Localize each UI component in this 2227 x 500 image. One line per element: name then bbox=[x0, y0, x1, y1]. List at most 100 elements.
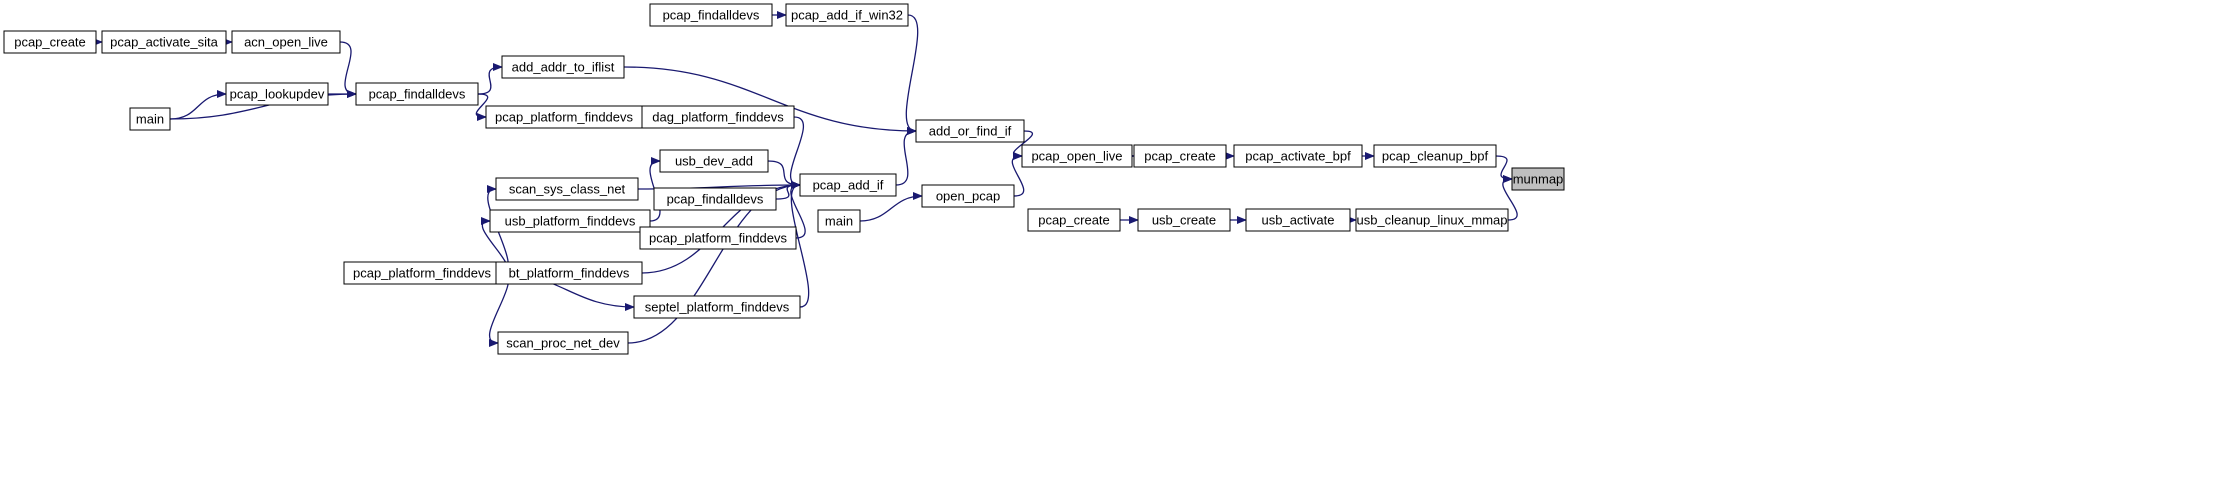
node-box bbox=[1133, 144, 1227, 168]
node-box bbox=[921, 184, 1015, 208]
node-n_openlive[interactable]: pcap_open_live bbox=[1021, 144, 1133, 168]
node-n_main1[interactable]: main bbox=[129, 107, 171, 131]
node-label: pcap_findalldevs bbox=[667, 192, 764, 207]
node-label: main bbox=[825, 214, 853, 229]
node-box bbox=[1233, 144, 1363, 168]
node-box bbox=[101, 30, 227, 54]
node-label: pcap_create bbox=[1144, 149, 1216, 164]
node-n_findall2[interactable]: pcap_findalldevs bbox=[649, 3, 773, 27]
node-box bbox=[915, 119, 1025, 143]
node-box bbox=[659, 149, 769, 173]
node-box bbox=[497, 331, 629, 355]
node-n_scansys[interactable]: scan_sys_class_net bbox=[495, 177, 639, 201]
node-label: pcap_open_live bbox=[1031, 149, 1122, 164]
node-n_openpcap[interactable]: open_pcap bbox=[921, 184, 1015, 208]
node-box bbox=[1511, 167, 1565, 191]
node-n_win32[interactable]: pcap_add_if_win32 bbox=[785, 3, 909, 27]
node-box bbox=[1245, 208, 1351, 232]
node-label: usb_dev_add bbox=[675, 154, 753, 169]
node-label: usb_platform_finddevs bbox=[505, 214, 636, 229]
node-label: main bbox=[136, 112, 164, 127]
node-box bbox=[1027, 208, 1121, 232]
node-n_actbpf[interactable]: pcap_activate_bpf bbox=[1233, 144, 1363, 168]
node-box bbox=[633, 295, 801, 319]
node-n_scanproc[interactable]: scan_proc_net_dev bbox=[497, 331, 629, 355]
node-label: pcap_add_if bbox=[813, 178, 884, 193]
node-box bbox=[639, 226, 797, 250]
edge-n_usbclean-to-n_munmap bbox=[1502, 175, 1518, 221]
node-n_findall3[interactable]: pcap_findalldevs bbox=[653, 187, 777, 211]
node-box bbox=[649, 3, 773, 27]
node-label: pcap_add_if_win32 bbox=[791, 8, 903, 23]
node-n_usbact[interactable]: usb_activate bbox=[1245, 208, 1351, 232]
node-n_create2[interactable]: pcap_create bbox=[1133, 144, 1227, 168]
node-box bbox=[1355, 208, 1509, 232]
node-label: pcap_lookupdev bbox=[230, 87, 325, 102]
node-label: pcap_findalldevs bbox=[663, 8, 760, 23]
node-box bbox=[355, 82, 479, 106]
node-box bbox=[129, 107, 171, 131]
node-box bbox=[1373, 144, 1497, 168]
node-n_sita[interactable]: pcap_activate_sita bbox=[101, 30, 227, 54]
node-label: usb_activate bbox=[1262, 213, 1335, 228]
node-n_main2[interactable]: main bbox=[817, 209, 861, 233]
node-n_septel[interactable]: septel_platform_finddevs bbox=[633, 295, 801, 319]
node-n_lookup[interactable]: pcap_lookupdev bbox=[225, 82, 329, 106]
node-label: pcap_activate_bpf bbox=[1245, 149, 1351, 164]
node-n_platfind3[interactable]: pcap_platform_finddevs bbox=[639, 226, 797, 250]
edge-n_findall1-to-n_platfind1 bbox=[475, 93, 489, 121]
node-box bbox=[785, 3, 909, 27]
edge-n_septel-to-n_addif bbox=[790, 181, 810, 308]
node-label: pcap_cleanup_bpf bbox=[1382, 149, 1489, 164]
node-label: munmap bbox=[1513, 172, 1564, 187]
node-n_usbcreate[interactable]: usb_create bbox=[1137, 208, 1231, 232]
node-n_addaddr[interactable]: add_addr_to_iflist bbox=[501, 55, 625, 79]
node-n_platfind2[interactable]: pcap_platform_finddevs bbox=[343, 261, 501, 285]
node-n_acn[interactable]: acn_open_live bbox=[231, 30, 341, 54]
node-label: scan_sys_class_net bbox=[509, 182, 626, 197]
node-box bbox=[495, 177, 639, 201]
node-box bbox=[225, 82, 329, 106]
node-n_usbdev[interactable]: usb_dev_add bbox=[659, 149, 769, 173]
node-n_findall1[interactable]: pcap_findalldevs bbox=[355, 82, 479, 106]
node-n_munmap[interactable]: munmap bbox=[1511, 167, 1565, 191]
node-box bbox=[3, 30, 97, 54]
node-box bbox=[231, 30, 341, 54]
node-box bbox=[817, 209, 861, 233]
node-box bbox=[489, 209, 651, 233]
node-label: bt_platform_finddevs bbox=[509, 266, 630, 281]
node-n_usbclean[interactable]: usb_cleanup_linux_mmap bbox=[1355, 208, 1509, 232]
node-n_cleanbpf[interactable]: pcap_cleanup_bpf bbox=[1373, 144, 1497, 168]
edge-n_main2-to-n_openpcap bbox=[859, 192, 923, 222]
node-label: pcap_platform_finddevs bbox=[649, 231, 788, 246]
node-label: pcap_create bbox=[14, 35, 86, 50]
node-n_addif[interactable]: pcap_add_if bbox=[799, 173, 897, 197]
node-n_addorfind[interactable]: add_or_find_if bbox=[915, 119, 1025, 143]
node-label: open_pcap bbox=[936, 189, 1000, 204]
node-n_create3[interactable]: pcap_create bbox=[1027, 208, 1121, 232]
node-n_usbplat[interactable]: usb_platform_finddevs bbox=[489, 209, 651, 233]
node-label: add_or_find_if bbox=[929, 124, 1012, 139]
edge-n_win32-to-n_addorfind bbox=[905, 14, 919, 135]
node-label: dag_platform_finddevs bbox=[652, 110, 784, 125]
node-n_dag[interactable]: dag_platform_finddevs bbox=[641, 105, 795, 129]
node-label: septel_platform_finddevs bbox=[645, 300, 790, 315]
node-box bbox=[641, 105, 795, 129]
node-box bbox=[1021, 144, 1133, 168]
edge-n_addorfind-to-n_openlive bbox=[1012, 130, 1033, 160]
node-label: usb_create bbox=[1152, 213, 1216, 228]
node-label: pcap_create bbox=[1038, 213, 1110, 228]
edge-n_usbdev-to-n_addif bbox=[767, 160, 801, 189]
node-label: acn_open_live bbox=[244, 35, 328, 50]
node-n_platfind1[interactable]: pcap_platform_finddevs bbox=[485, 105, 643, 129]
node-box bbox=[495, 261, 643, 285]
node-box bbox=[653, 187, 777, 211]
node-label: pcap_platform_finddevs bbox=[353, 266, 492, 281]
edge-n_acn-to-n_findall1 bbox=[339, 41, 357, 98]
node-box bbox=[799, 173, 897, 197]
node-label: add_addr_to_iflist bbox=[512, 60, 615, 75]
node-n_bt[interactable]: bt_platform_finddevs bbox=[495, 261, 643, 285]
node-box bbox=[1137, 208, 1231, 232]
node-n_create1[interactable]: pcap_create bbox=[3, 30, 97, 54]
